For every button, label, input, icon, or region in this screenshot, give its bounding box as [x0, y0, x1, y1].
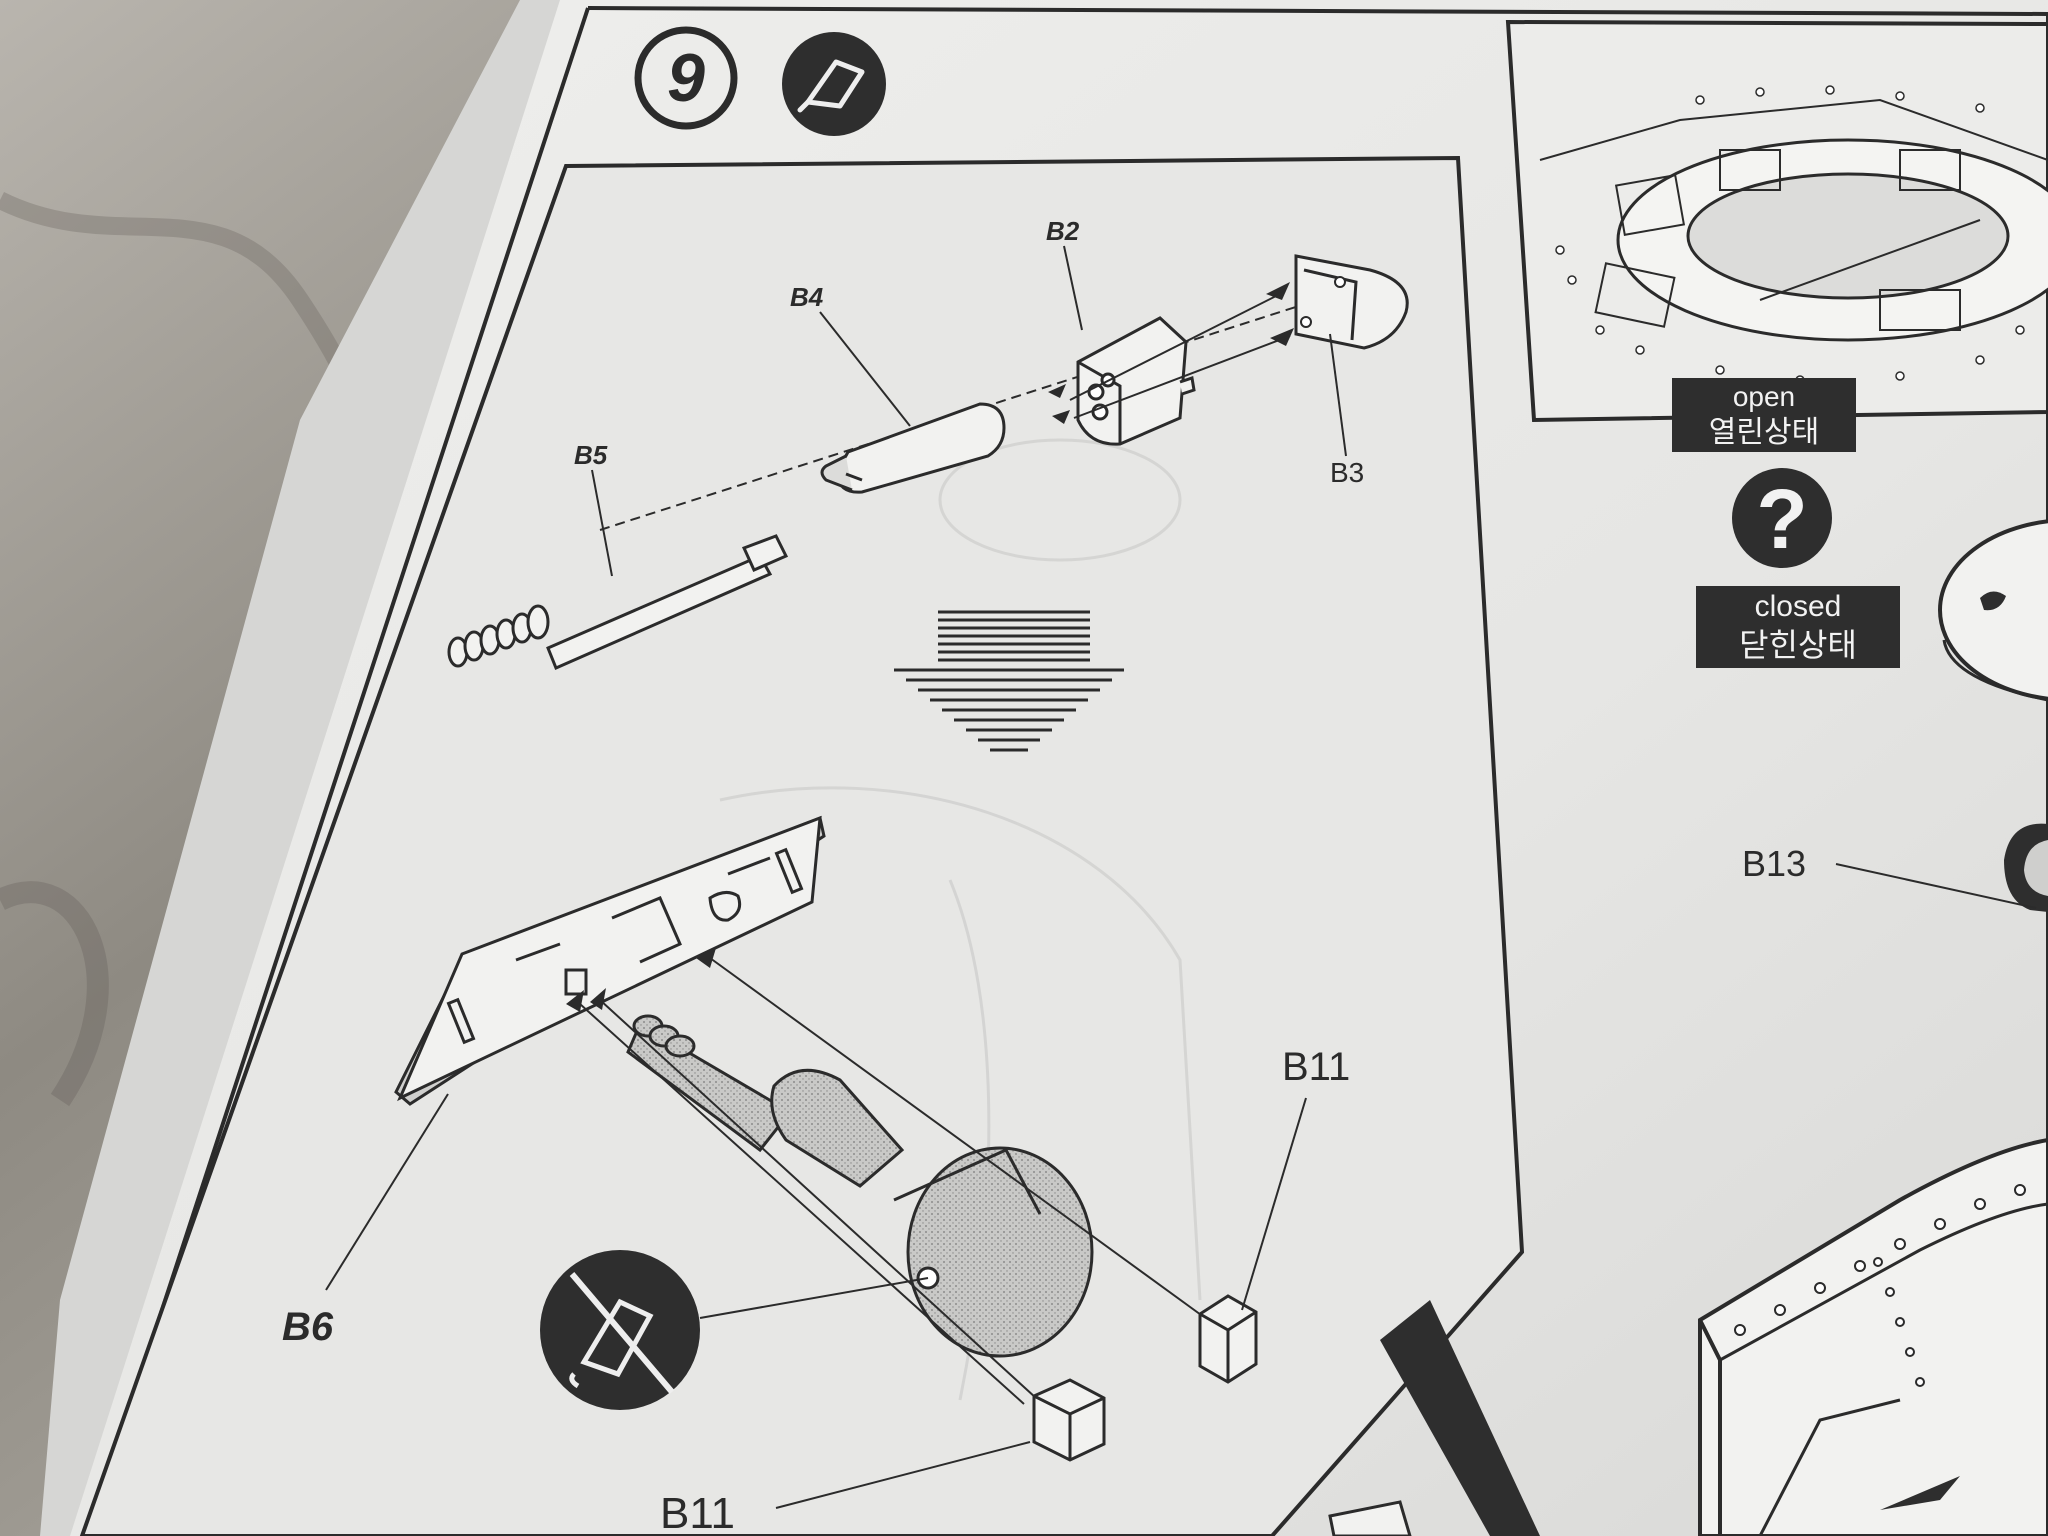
label-b5: B5 [574, 440, 608, 470]
step-number: 9 [667, 40, 705, 116]
label-b6: B6 [282, 1305, 334, 1349]
closed-en: closed [1755, 590, 1842, 623]
label-b13: B13 [1742, 843, 1806, 884]
step-header: 9 [634, 26, 886, 136]
down-arrow-icon [894, 610, 1124, 752]
label-b4: B4 [790, 282, 824, 312]
label-b11-right: B11 [1282, 1045, 1350, 1089]
turret-drawing [1698, 1137, 2048, 1536]
part-b11-bottom [1032, 1378, 1106, 1462]
part-b5-barrel [447, 534, 789, 670]
hatch-closed-drawing [1938, 519, 2048, 702]
part-b13 [2004, 823, 2048, 912]
label-b2: B2 [1046, 216, 1080, 246]
lower-assembly: B6 B11 B11 [282, 815, 1350, 1536]
open-en: open [1733, 381, 1795, 412]
part-b4-gun-body [820, 402, 1006, 494]
label-b3: B3 [1330, 457, 1364, 488]
assembled-gun [626, 1014, 1094, 1358]
part-b11-right [1198, 1294, 1258, 1384]
no-glue-icon [540, 1250, 700, 1410]
page-border [587, 6, 2048, 1536]
glue-tube-icon [782, 32, 886, 136]
question-symbol: ? [1756, 472, 1807, 566]
part-b3-mount [1294, 254, 1409, 350]
panel-divider-wedge [1380, 1300, 1540, 1536]
open-ko: 열린상태 [1709, 416, 1819, 449]
open-state-label: open 열린상태 [1672, 378, 1856, 452]
closed-ko: 닫힌상태 [1739, 627, 1857, 663]
bottom-fragment [1328, 1500, 1412, 1536]
step-number-circle [634, 26, 738, 130]
part-b2-mantlet [1076, 316, 1196, 446]
label-b11-bottom: B11 [660, 1489, 735, 1536]
closed-state-label: closed 닫힌상태 [1696, 586, 1900, 668]
hatch-open-inset [1505, 19, 2048, 423]
part-b6-plate [394, 815, 826, 1106]
question-mark-icon: ? [1732, 468, 1832, 568]
upper-exploded-assembly: B5 B4 B2 B3 [447, 216, 1409, 670]
